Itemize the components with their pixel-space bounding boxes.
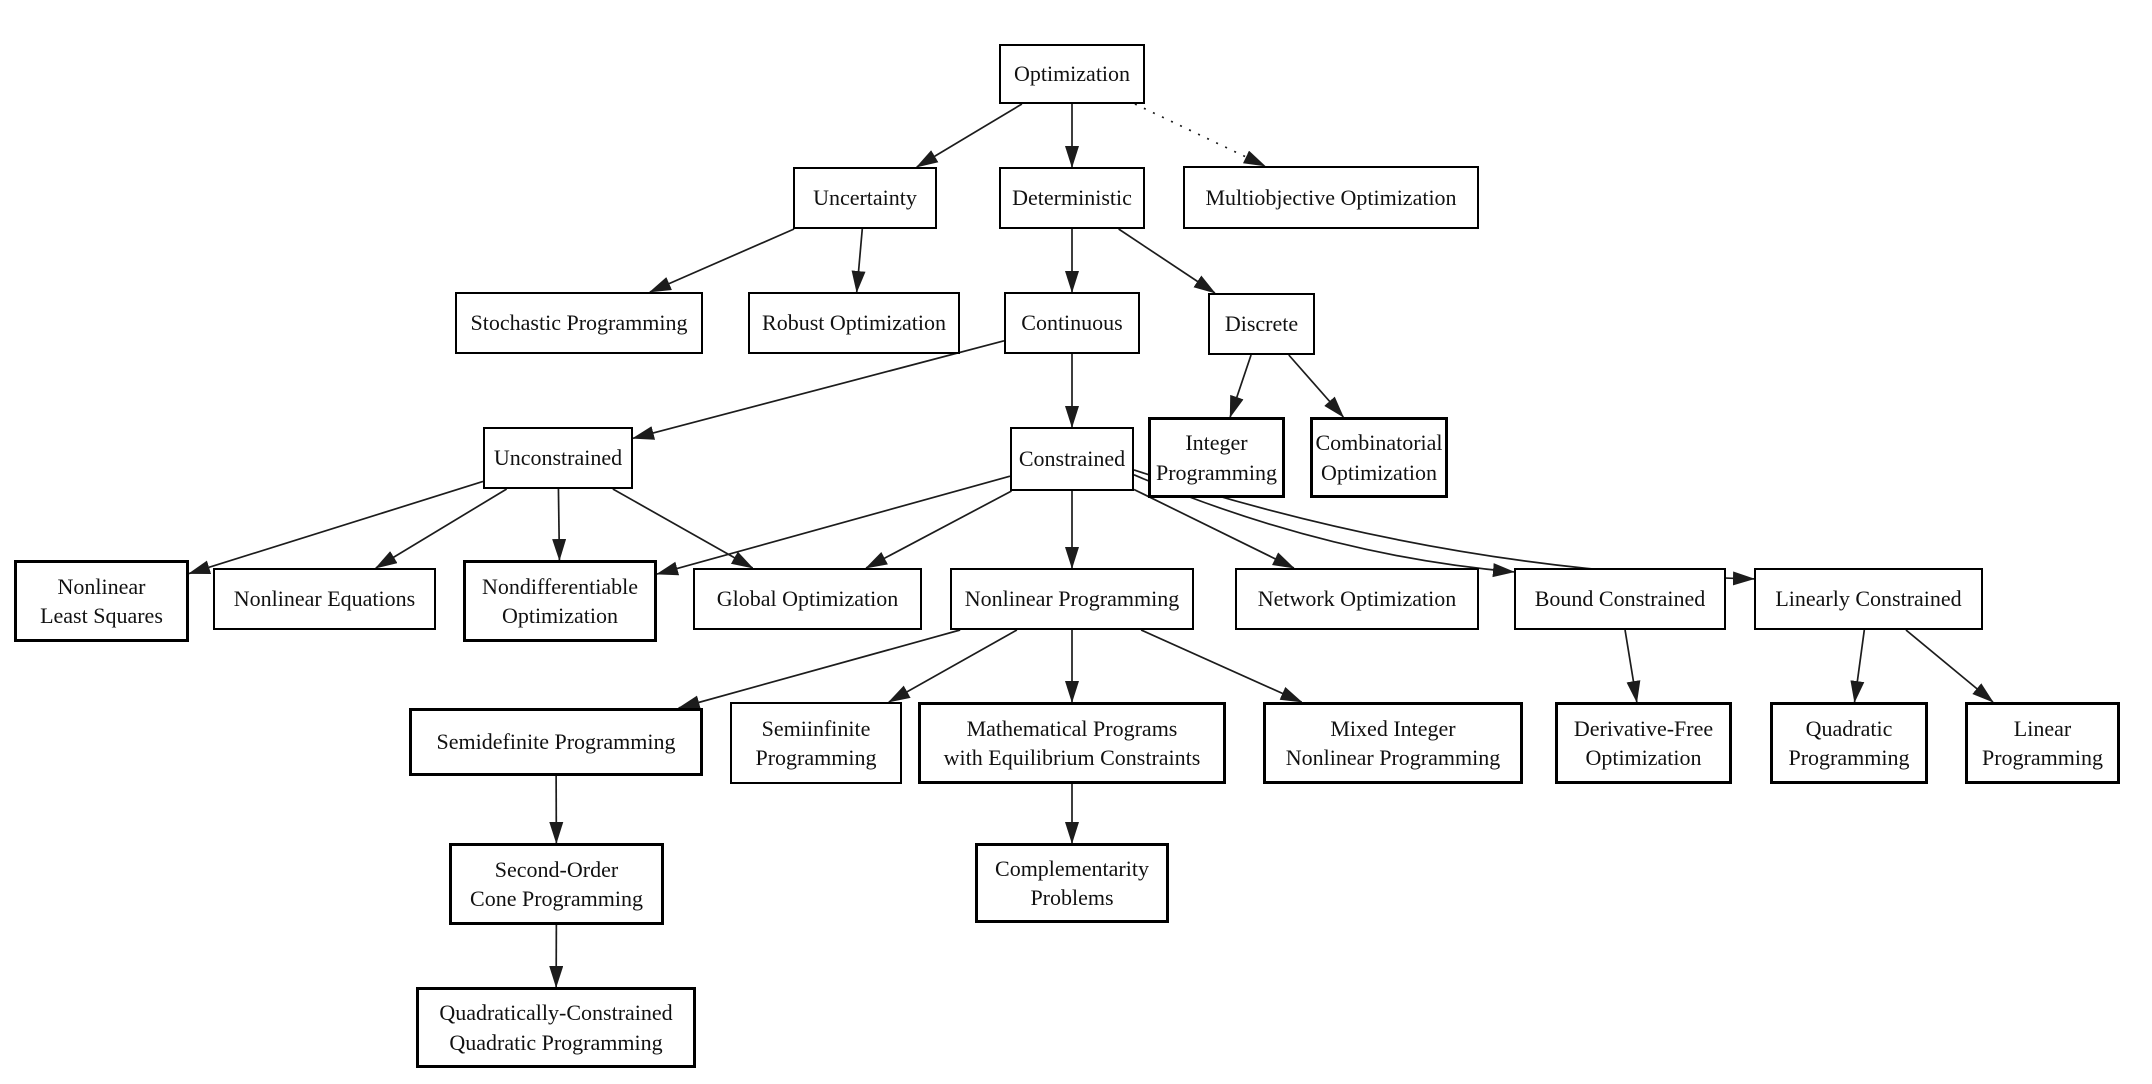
node-global: Global Optimization	[693, 568, 922, 630]
node-linearly: Linearly Constrained	[1754, 568, 1983, 630]
node-combinatorial: Combinatorial Optimization	[1310, 417, 1448, 498]
node-nlp: Nonlinear Programming	[950, 568, 1194, 630]
edge-constrained-global	[865, 490, 1012, 569]
node-integer: Integer Programming	[1148, 417, 1285, 498]
edge-uncertainty-robust	[851, 228, 866, 293]
edge-unconstrained-nonlinear-equations	[374, 488, 508, 569]
node-unconstrained: Unconstrained	[483, 427, 633, 489]
node-constrained: Constrained	[1010, 427, 1134, 491]
edge-deterministic-discrete	[1118, 228, 1216, 294]
node-nondifferentiable: Nondifferentiable Optimization	[463, 560, 657, 642]
edge-unconstrained-nls	[188, 480, 484, 575]
node-nls: Nonlinear Least Squares	[14, 560, 189, 642]
edge-constrained-network	[1133, 488, 1295, 569]
node-minlp: Mixed Integer Nonlinear Programming	[1263, 702, 1523, 784]
node-network: Network Optimization	[1235, 568, 1479, 630]
edge-bound-dfo	[1624, 629, 1641, 703]
node-multiobjective: Multiobjective Optimization	[1183, 166, 1479, 229]
edge-linearly-qp	[1850, 629, 1866, 703]
edge-linearly-lp	[1905, 629, 1994, 703]
node-robust: Robust Optimization	[748, 292, 960, 354]
edge-nlp-semiinfinite	[888, 629, 1018, 703]
node-optimization: Optimization	[999, 44, 1145, 104]
edge-unconstrained-nondifferentiable	[552, 488, 567, 561]
edge-constrained-nondifferentiable	[656, 475, 1011, 576]
node-semidefinite: Semidefinite Programming	[409, 708, 703, 776]
edge-optimization-uncertainty	[915, 103, 1023, 168]
node-discrete: Discrete	[1208, 293, 1315, 355]
node-dfo: Derivative-Free Optimization	[1555, 702, 1732, 784]
node-semiinfinite: Semiinfinite Programming	[730, 702, 902, 784]
node-nonlinear-equations: Nonlinear Equations	[213, 568, 436, 630]
node-socp: Second-Order Cone Programming	[449, 843, 664, 925]
node-lp: Linear Programming	[1965, 702, 2120, 784]
node-continuous: Continuous	[1004, 292, 1140, 354]
node-stochastic: Stochastic Programming	[455, 292, 703, 354]
node-bound: Bound Constrained	[1514, 568, 1726, 630]
edge-optimization-multiobjective	[1134, 103, 1266, 167]
edge-discrete-integer	[1229, 354, 1252, 418]
node-mpec: Mathematical Programs with Equilibrium C…	[918, 702, 1226, 784]
node-cp: Complementarity Problems	[975, 843, 1169, 923]
node-deterministic: Deterministic	[999, 167, 1145, 229]
node-qp: Quadratic Programming	[1770, 702, 1928, 784]
edge-nlp-semidefinite	[677, 629, 961, 710]
edge-uncertainty-stochastic	[649, 228, 795, 293]
edge-nlp-minlp	[1140, 629, 1303, 703]
edge-discrete-combinatorial	[1288, 354, 1345, 418]
node-uncertainty: Uncertainty	[793, 167, 937, 229]
edge-continuous-unconstrained	[632, 340, 1005, 440]
node-qcqp: Quadratically-Constrained Quadratic Prog…	[416, 987, 696, 1068]
